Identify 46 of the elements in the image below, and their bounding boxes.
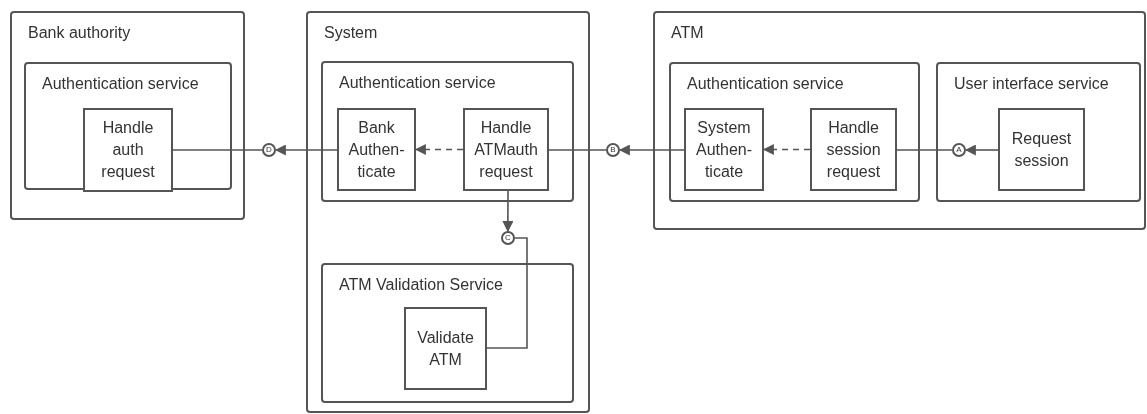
- container-title: Authentication service: [339, 74, 496, 92]
- component-box: [83, 108, 173, 192]
- container-box: [669, 62, 920, 202]
- interface-circle: [606, 143, 620, 157]
- component-label: Handle session request: [825, 117, 882, 182]
- container-box: [10, 11, 245, 220]
- arrow: [964, 144, 999, 156]
- component-box: [337, 108, 416, 191]
- arrow: [274, 144, 338, 156]
- container-box: [321, 263, 574, 403]
- connector-line: [548, 149, 607, 151]
- arrow: [618, 144, 685, 156]
- container-box: [321, 61, 574, 202]
- interface-circle: [262, 143, 276, 157]
- interface-letter: C: [505, 234, 511, 242]
- interface-letter: A: [956, 146, 962, 154]
- component-box: [810, 108, 897, 191]
- component-box: [684, 108, 764, 191]
- connector-line: [486, 237, 528, 349]
- container-box: [653, 11, 1146, 230]
- component-label: Handle ATMauth request: [473, 117, 539, 182]
- container-title: Authentication service: [687, 75, 844, 93]
- connector-line: [896, 149, 953, 151]
- component-label: System Authen- ticate: [694, 117, 753, 182]
- component-box: [404, 307, 487, 390]
- component-box: [463, 108, 549, 191]
- connector-line: [172, 149, 263, 151]
- interface-circle: [501, 231, 515, 245]
- container-box: [936, 62, 1141, 202]
- container-box: [24, 62, 232, 190]
- container-box: [306, 11, 590, 413]
- interface-letter: D: [266, 146, 272, 154]
- container-title: Authentication service: [42, 75, 199, 93]
- component-label: Handle auth request: [100, 118, 156, 182]
- container-title: User interface service: [954, 75, 1109, 93]
- container-title: ATM Validation Service: [339, 276, 503, 294]
- container-title: ATM: [671, 24, 704, 42]
- component-label: Bank Authen- ticate: [347, 117, 406, 182]
- arrow: [502, 190, 514, 233]
- component-label: Request session: [1010, 128, 1073, 171]
- container-title: Bank authority: [28, 24, 131, 42]
- container-title: System: [324, 24, 378, 42]
- component-label: Validate ATM: [416, 327, 475, 370]
- component-box: [998, 108, 1085, 191]
- interface-letter: B: [610, 146, 616, 154]
- interface-circle: [952, 143, 966, 157]
